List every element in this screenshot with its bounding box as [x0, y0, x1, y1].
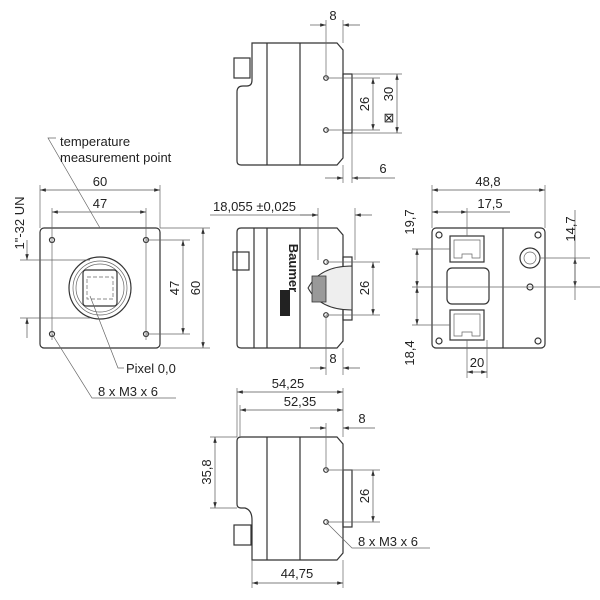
bottom-screws-label: 8 x M3 x 6 [358, 534, 418, 549]
dim-front-hole-spacing-v: 47 [167, 281, 182, 295]
rj45-port-bottom-icon [449, 309, 485, 341]
side-rj45-icon [311, 275, 327, 303]
sensor-window [82, 269, 118, 307]
dim-rear-rj45-spacing: 20 [470, 355, 484, 370]
dim-rear-connector-offset: 14,7 [563, 216, 578, 241]
side-connector-icon [232, 251, 250, 271]
dim-bottom-hole-offset: 8 [358, 411, 365, 426]
bottom-housing [236, 436, 344, 561]
dim-top-flange-depth: 6 [379, 161, 386, 176]
dim-flange-focal: 18,055 ±0,025 [213, 199, 296, 214]
dim-front-hole-spacing-h: 47 [93, 196, 107, 211]
rear-view: 48,8 17,5 19,7 18,4 14,7 20 [402, 174, 600, 378]
dim-front-height: 60 [188, 281, 203, 295]
side-view: Baumer 18,055 ±0,025 26 8 [210, 199, 380, 375]
dim-rear-rj45-offset: 17,5 [477, 196, 502, 211]
screw-icon [435, 231, 542, 345]
front-screws-label: 8 x M3 x 6 [98, 384, 158, 399]
dim-front-width: 60 [93, 174, 107, 189]
dim-rear-width: 48,8 [475, 174, 500, 189]
dim-bottom-length-total: 54,25 [272, 376, 305, 391]
top-housing [236, 42, 344, 166]
bottom-connector-icon [233, 524, 252, 546]
top-connector-icon [233, 57, 251, 79]
dim-side-hole-spacing: 26 [357, 281, 372, 295]
brand-logo: Baumer [286, 244, 301, 292]
dim-bottom-length-rear: 44,75 [281, 566, 314, 581]
mounting-hole-icon [48, 236, 150, 338]
lens-mount-ring [68, 256, 132, 320]
pixel-origin-label: Pixel 0,0 [126, 361, 176, 376]
bottom-view: 54,25 52,35 8 35,8 26 8 x M3 x 6 44,75 [199, 376, 430, 588]
side-housing [236, 227, 344, 349]
status-led-window [446, 267, 490, 305]
dim-bottom-step-height: 35,8 [199, 459, 214, 484]
io-connector-icon [519, 247, 541, 269]
dim-top-flange-size: 30 [381, 87, 396, 101]
front-view: 60 47 47 60 1"-32 UN temperature measure… [12, 134, 210, 399]
temperature-point-label-2: measurement point [60, 150, 172, 165]
dim-side-hole-offset: 8 [329, 351, 336, 366]
temperature-point-label: temperature [60, 134, 130, 149]
top-view: 8 26 30 ⊠ 6 [233, 8, 402, 183]
dim-top-hole-offset: 8 [329, 8, 336, 23]
dim-rear-bottom-offset: 18,4 [402, 340, 417, 365]
dim-top-hole-spacing: 26 [357, 97, 372, 111]
rear-housing [431, 227, 546, 349]
square-symbol-icon: ⊠ [381, 113, 396, 124]
dim-rear-top-offset: 19,7 [402, 209, 417, 234]
dim-bottom-length-body: 52,35 [284, 394, 317, 409]
top-lens-flange [342, 73, 353, 134]
rj45-port-top-icon [449, 235, 485, 263]
dim-thread: 1"-32 UN [12, 196, 27, 249]
front-housing [39, 227, 161, 349]
dim-bottom-hole-spacing: 26 [357, 489, 372, 503]
